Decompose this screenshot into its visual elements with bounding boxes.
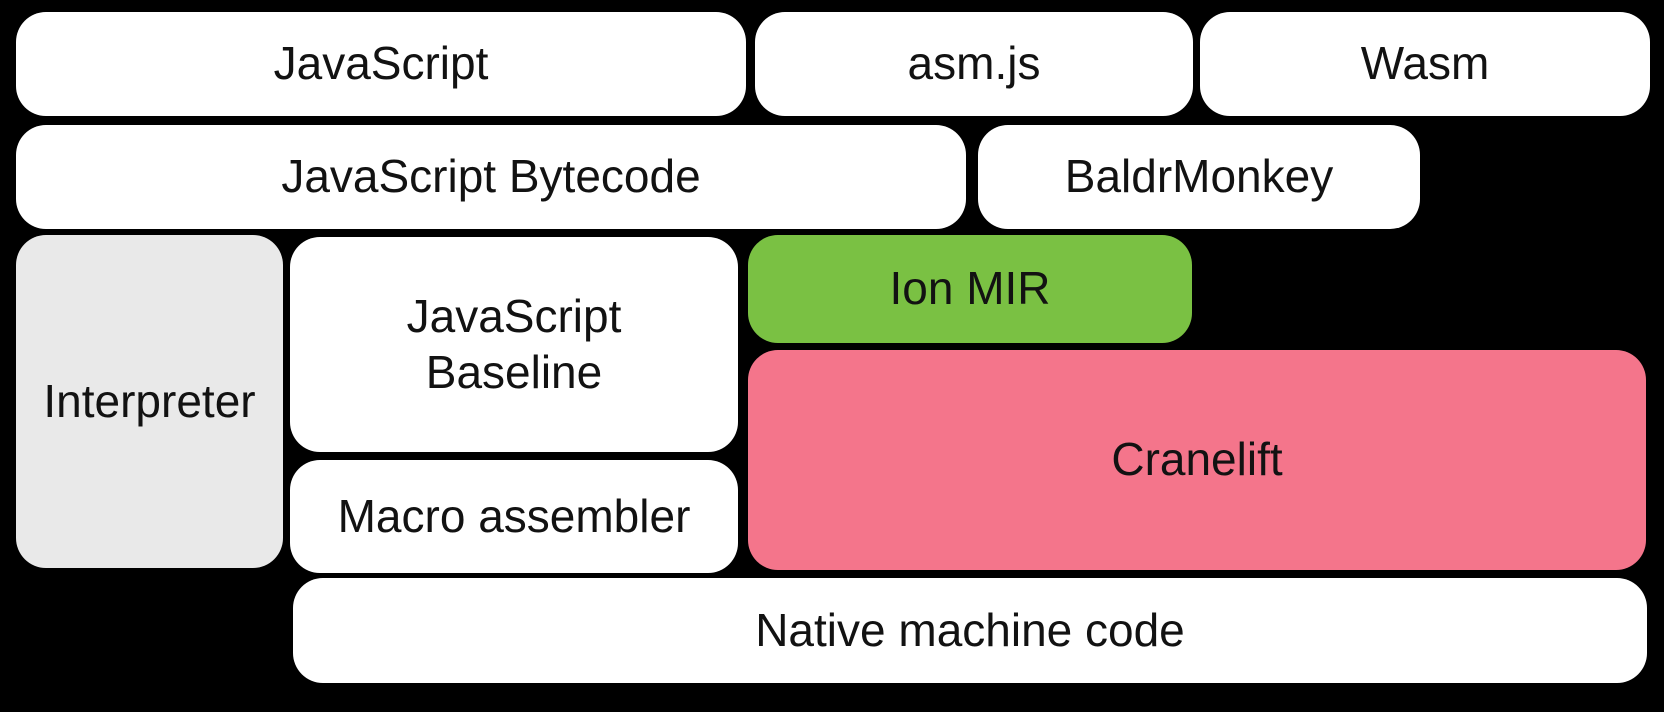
- node-wasm: Wasm: [1200, 12, 1650, 116]
- node-macro-assembler: Macro assembler: [290, 460, 738, 573]
- node-javascript: JavaScript: [16, 12, 746, 116]
- node-cranelift: Cranelift: [748, 350, 1646, 570]
- node-interpreter: Interpreter: [16, 235, 283, 568]
- node-asmjs: asm.js: [755, 12, 1193, 116]
- node-native-machine-code: Native machine code: [293, 578, 1647, 683]
- node-javascript-bytecode: JavaScript Bytecode: [16, 125, 966, 229]
- node-ion-mir: Ion MIR: [748, 235, 1192, 343]
- node-javascript-baseline: JavaScript Baseline: [290, 237, 738, 452]
- node-baldrmonkey: BaldrMonkey: [978, 125, 1420, 229]
